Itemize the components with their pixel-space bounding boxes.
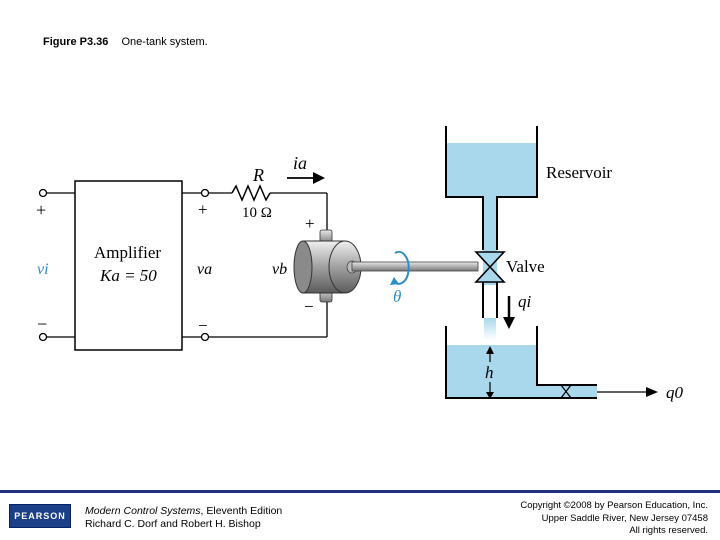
input-minus-sign: − bbox=[37, 314, 47, 334]
amplifier-gain: Ka = 50 bbox=[99, 266, 157, 285]
resistor-name: R bbox=[252, 165, 264, 185]
motor-plus-sign: + bbox=[305, 214, 315, 233]
input-voltage-label: vi bbox=[37, 261, 49, 278]
output-terminals: + − va bbox=[182, 188, 212, 342]
book-authors: Richard C. Dorf and Robert H. Bishop bbox=[85, 518, 261, 530]
return-wire: − vb bbox=[209, 261, 328, 338]
copyright-line-2: Upper Saddle River, New Jersey 07458 bbox=[541, 512, 708, 524]
valve[interactable]: Valve bbox=[474, 251, 545, 283]
output-terminal-top[interactable] bbox=[200, 188, 210, 198]
valve-label: Valve bbox=[506, 257, 545, 276]
input-terminals: + − vi bbox=[36, 188, 75, 342]
amplifier-label: Amplifier bbox=[94, 243, 161, 262]
book-title: Modern Control Systems bbox=[85, 505, 201, 517]
output-minus-sign: − bbox=[198, 316, 208, 335]
input-plus-sign: + bbox=[36, 200, 46, 220]
outflow-label: q0 bbox=[666, 383, 684, 402]
height-indicator: h bbox=[480, 346, 500, 399]
dc-motor bbox=[293, 229, 362, 303]
input-terminal-top[interactable] bbox=[38, 188, 48, 198]
one-tank-system-diagram: + − vi Amplifier Ka = 50 + − va R 10 Ω i… bbox=[36, 126, 684, 402]
copyright-notice: Copyright ©2008 by Pearson Education, In… bbox=[520, 500, 708, 538]
outlet-valve-mark-2 bbox=[560, 384, 572, 399]
lower-tank bbox=[445, 326, 597, 399]
resistor-circuit: R 10 Ω ia + bbox=[209, 153, 328, 233]
output-terminal-bottom[interactable] bbox=[200, 332, 210, 342]
reservoir-label: Reservoir bbox=[546, 163, 612, 182]
output-voltage-label: va bbox=[197, 261, 212, 278]
pearson-logo: PEARSON bbox=[9, 504, 71, 528]
amplifier-block: Amplifier Ka = 50 bbox=[74, 180, 183, 351]
inflow-arrow: qi bbox=[503, 292, 532, 329]
outflow-arrow: q0 bbox=[597, 383, 684, 402]
back-emf-label: vb bbox=[272, 261, 287, 278]
resistor-value: 10 Ω bbox=[242, 205, 272, 221]
input-terminal-bottom[interactable] bbox=[38, 332, 48, 342]
reservoir-tank: Reservoir bbox=[445, 126, 612, 318]
rotation-arrow: θ bbox=[390, 250, 410, 306]
figure-title: One-tank system. bbox=[121, 36, 208, 48]
water-jet bbox=[484, 318, 496, 340]
current-label: ia bbox=[293, 153, 307, 173]
book-credit: Modern Control Systems, Eleventh Edition… bbox=[85, 505, 282, 531]
copyright-line-3: All rights reserved. bbox=[629, 525, 708, 536]
inflow-label: qi bbox=[518, 292, 532, 311]
height-label: h bbox=[485, 363, 494, 382]
footer-divider bbox=[0, 490, 720, 493]
copyright-line-1: Copyright ©2008 by Pearson Education, In… bbox=[520, 500, 708, 511]
motor-shaft bbox=[351, 261, 479, 272]
resistor-symbol bbox=[231, 184, 271, 202]
output-plus-sign: + bbox=[198, 200, 208, 219]
motor-minus-sign: − bbox=[304, 297, 314, 316]
figure-caption: Figure P3.36 One-tank system. bbox=[43, 36, 208, 48]
theta-label: θ bbox=[393, 287, 401, 306]
book-edition: , Eleventh Edition bbox=[200, 505, 283, 517]
figure-number: Figure P3.36 bbox=[43, 36, 109, 48]
